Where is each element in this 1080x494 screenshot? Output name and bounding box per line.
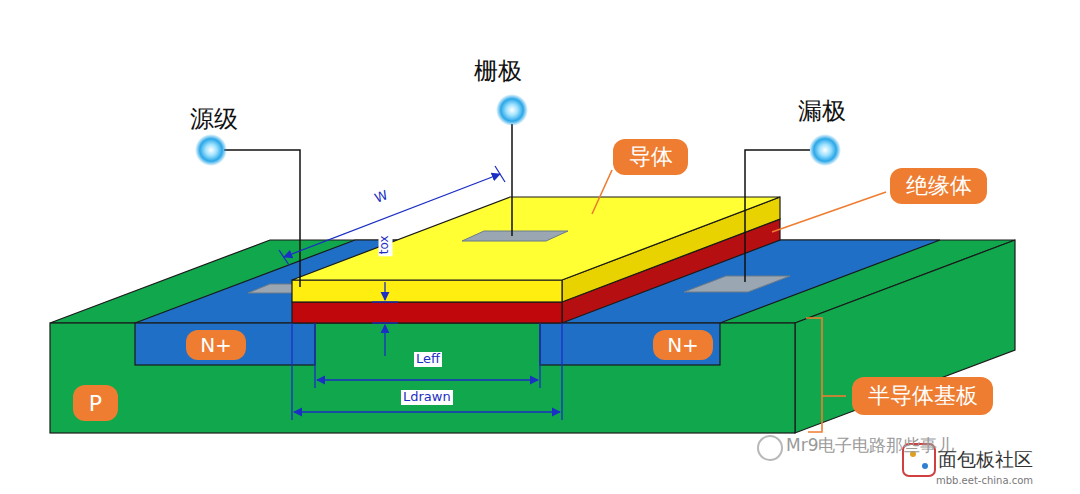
- callout-box: 绝缘体: [890, 168, 987, 204]
- callout-text: 半导体基板: [852, 381, 993, 411]
- callout-box: N+: [186, 330, 246, 360]
- callout-text: P: [73, 391, 118, 416]
- dimension-label: tox: [378, 234, 392, 257]
- terminal-dot: [195, 94, 841, 166]
- terminal-label: 源级: [190, 106, 238, 134]
- watermark: Mr9电子电路那些事儿: [786, 436, 954, 456]
- callout-text: 导体: [613, 142, 688, 172]
- callout-box: 导体: [613, 139, 688, 175]
- terminal-label: 漏极: [798, 98, 846, 126]
- callout-box: 半导体基板: [852, 377, 993, 415]
- callout-text: N+: [186, 333, 246, 357]
- callout-box: N+: [653, 330, 713, 360]
- watermark: 面包板社区: [938, 449, 1033, 471]
- gate-stack: [292, 197, 780, 323]
- terminal-leader: [224, 124, 810, 287]
- callout-text: N+: [653, 333, 713, 357]
- terminal-label: 栅极: [474, 58, 522, 86]
- watermark: mbb.eet-china.com: [936, 475, 1033, 487]
- dimension-label: W: [373, 188, 390, 207]
- callout-box: P: [73, 385, 118, 421]
- dimension-label: Ldrawn: [401, 390, 453, 405]
- dimension-line: [279, 166, 562, 420]
- callout-text: 绝缘体: [890, 171, 987, 201]
- callout-leader: [592, 170, 886, 432]
- dimension-label: Leff: [414, 352, 442, 367]
